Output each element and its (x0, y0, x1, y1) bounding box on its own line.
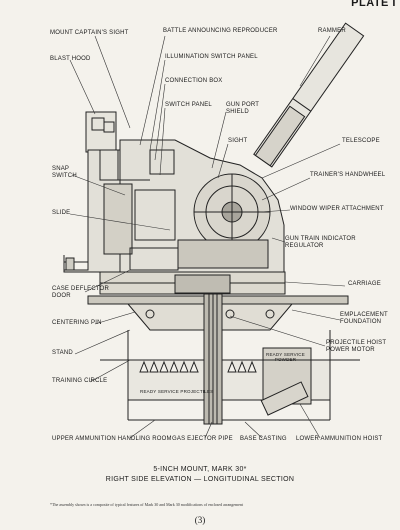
label-window-wiper-attachment: WINDOW WIPER ATTACHMENT (290, 206, 384, 212)
leader-lines (69, 35, 346, 439)
label-illumination-switch-panel: ILLUMINATION SWITCH PANEL (165, 54, 258, 60)
label-gas-ejector-pipe: GAS EJECTOR PIPE (172, 436, 233, 442)
label-rammer: RAMMER (318, 28, 346, 34)
label-mount-captains-sight: MOUNT CAPTAIN'S SIGHT (50, 30, 129, 36)
lower-hoist (260, 381, 309, 416)
label-sight: SIGHT (228, 138, 248, 144)
label-ready-service-projectiles: READY SERVICE PROJECTILES (140, 389, 214, 394)
label-upper-ammunition-handling-room: UPPER AMMUNITION HANDLING ROOM (52, 436, 172, 442)
label-training-circle: TRAINING CIRCLE (52, 378, 108, 384)
label-case-deflector-door: CASE DEFLECTOR DOOR (52, 286, 110, 299)
label-ready-service-powder: READY SERVICE POWDER (266, 352, 305, 362)
label-emplacement-foundation: EMPLACEMENT FOUNDATION (340, 312, 388, 325)
label-centering-pin: CENTERING PIN (52, 320, 102, 326)
label-battle-announcing-reproducer: BATTLE ANNOUNCING REPRODUCER (163, 28, 278, 34)
blast-hood (85, 111, 117, 153)
carriage (99, 271, 286, 295)
figure-title: 5-INCH MOUNT, MARK 30* (153, 466, 247, 473)
breech-assembly (129, 173, 271, 271)
label-trainers-handwheel: TRAINER'S HANDWHEEL (310, 172, 386, 178)
label-carriage: CARRIAGE (348, 281, 381, 287)
label-projectile-hoist-power-motor: PROJECTILE HOIST POWER MOTOR (326, 340, 387, 353)
hoist-trunk (203, 293, 223, 425)
label-gun-port-shield: GUN PORT SHIELD (226, 102, 260, 115)
projectile-rack (139, 360, 257, 373)
gun-barrel (253, 22, 365, 168)
label-connection-box: CONNECTION BOX (165, 78, 223, 84)
label-gun-train-indicator-regulator: GUN TRAIN INDICATOR REGULATOR (285, 236, 356, 249)
label-stand: STAND (52, 350, 73, 356)
figure-subtitle: RIGHT SIDE ELEVATION — LONGITUDINAL SECT… (105, 476, 295, 483)
label-slide: SLIDE (52, 210, 71, 216)
label-base-casting: BASE CASTING (240, 436, 287, 442)
label-telescope: TELESCOPE (342, 138, 380, 144)
plate-number: PLATE I (351, 0, 396, 9)
label-switch-panel: SWITCH PANEL (165, 102, 212, 108)
page-number: (3) (194, 515, 206, 525)
label-snap-switch: SNAP SWITCH (52, 166, 77, 179)
label-lower-ammunition-hoist: LOWER AMMUNITION HOIST (296, 436, 383, 442)
label-blast-hood: BLAST HOOD (50, 56, 91, 62)
footnote: *The assembly shown is a composite of ty… (50, 502, 244, 507)
handling-room (100, 330, 360, 421)
